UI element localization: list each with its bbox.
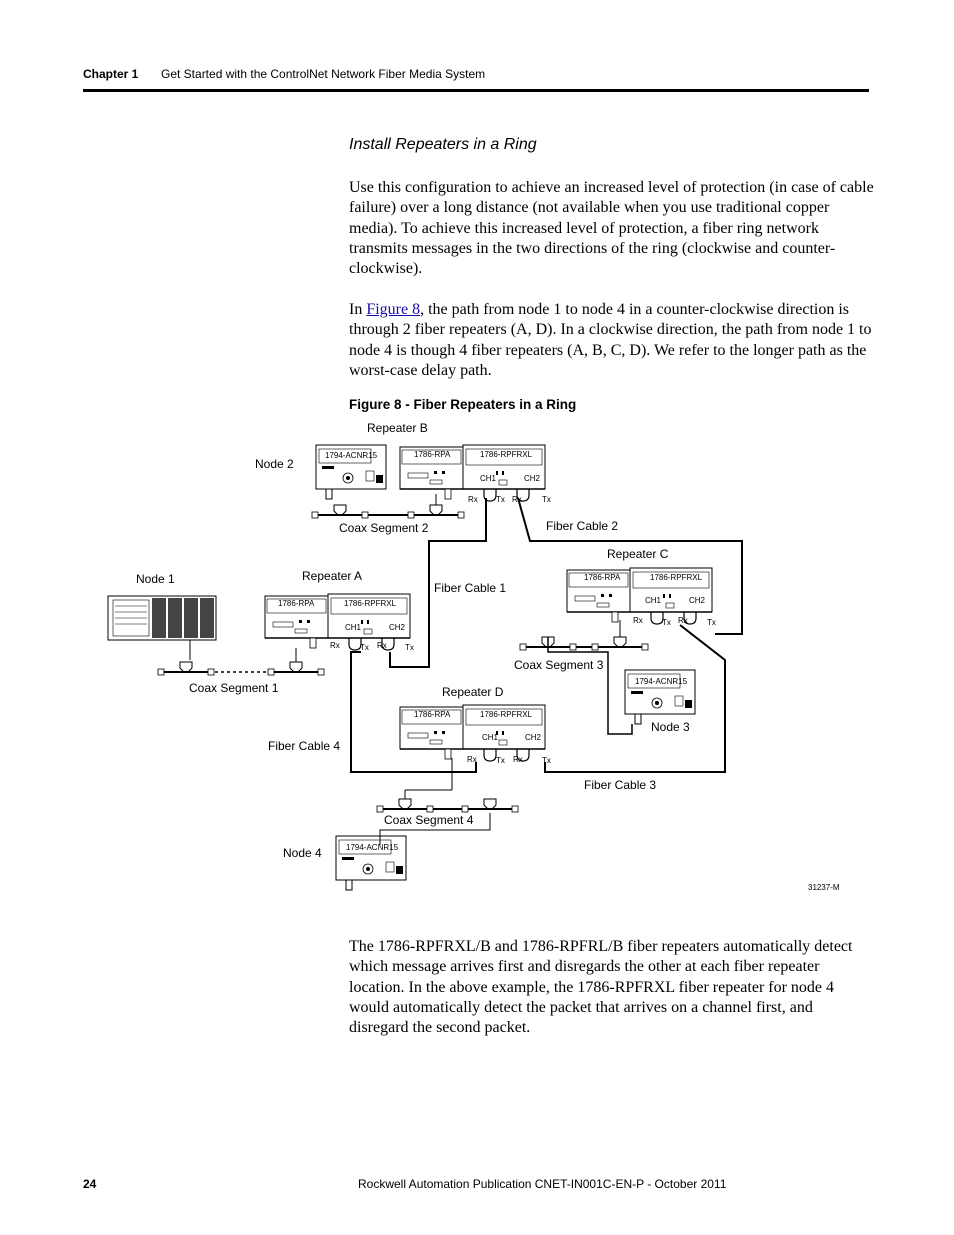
fiber-cable-4-line bbox=[350, 651, 477, 773]
figure-caption: Figure 8 - Fiber Repeaters in a Ring bbox=[349, 397, 577, 412]
fiber-cable-4-label: Fiber Cable 4 bbox=[268, 739, 340, 753]
repeater-d-rx1: Rx bbox=[467, 755, 477, 764]
node-4-label: Node 4 bbox=[283, 846, 322, 860]
repeater-b-rpfrxl-label: 1786-RPFRXL bbox=[480, 450, 533, 459]
node-4-module-label: 1794-ACNR15 bbox=[346, 843, 399, 852]
paragraph-path-prefix: In bbox=[349, 301, 367, 318]
repeater-d-ch2: CH2 bbox=[525, 733, 542, 742]
repeater-d-rpfrxl-label: 1786-RPFRXL bbox=[480, 710, 533, 719]
header-rule bbox=[83, 89, 869, 92]
node-2-label: Node 2 bbox=[255, 457, 294, 471]
publication-footer: Rockwell Automation Publication CNET-IN0… bbox=[358, 1177, 727, 1191]
repeater-c-rpa-label: 1786-RPA bbox=[584, 573, 621, 582]
repeater-c-rx2: Rx bbox=[678, 616, 688, 625]
repeater-b-ch1: CH1 bbox=[480, 474, 497, 483]
node-3-module-label: 1794-ACNR15 bbox=[635, 677, 688, 686]
paragraph-path: In Figure 8, the path from node 1 to nod… bbox=[349, 300, 874, 381]
repeater-c-label: Repeater C bbox=[607, 547, 669, 561]
repeater-c-tx2: Tx bbox=[707, 618, 716, 627]
repeater-a-rx2: Rx bbox=[377, 641, 387, 650]
repeater-c-rx1: Rx bbox=[633, 616, 643, 625]
node-1-label: Node 1 bbox=[136, 572, 175, 586]
fiber-cable-2-label: Fiber Cable 2 bbox=[546, 519, 618, 533]
coax-segment-4-drawing bbox=[376, 758, 519, 845]
repeater-d-label: Repeater D bbox=[442, 685, 504, 699]
coax-segment-2-drawing bbox=[311, 494, 465, 519]
repeater-a-tx1: Tx bbox=[360, 643, 369, 652]
repeater-b-tx2: Tx bbox=[542, 495, 551, 504]
fiber-cable-1-line bbox=[389, 498, 487, 668]
repeater-b-rx1: Rx bbox=[468, 495, 478, 504]
node-2-module-label: 1794-ACNR15 bbox=[325, 451, 378, 460]
repeater-d-tx2: Tx bbox=[542, 756, 551, 765]
repeater-b-rx2: Rx bbox=[512, 495, 522, 504]
chapter-label: Chapter 1 bbox=[83, 67, 139, 81]
paragraph-intro: Use this configuration to achieve an inc… bbox=[349, 179, 874, 278]
coax-segment-2-label: Coax Segment 2 bbox=[339, 521, 429, 535]
fiber-cable-3-line bbox=[544, 624, 726, 773]
figure-8-link[interactable]: Figure 8 bbox=[366, 301, 421, 318]
repeater-c-ch1: CH1 bbox=[645, 596, 662, 605]
figure-id-label: 31237-M bbox=[808, 883, 840, 892]
repeater-a-label: Repeater A bbox=[302, 569, 362, 583]
repeater-c-rpfrxl-label: 1786-RPFRXL bbox=[650, 573, 703, 582]
repeater-d-ch1: CH1 bbox=[482, 733, 499, 742]
chapter-title: Get Started with the ControlNet Network … bbox=[161, 67, 486, 81]
coax-segment-1-drawing bbox=[157, 648, 325, 676]
repeater-a-ch2: CH2 bbox=[389, 623, 406, 632]
paragraph-detection: The 1786-RPFRXL/B and 1786-RPFRL/B fiber… bbox=[349, 938, 853, 1037]
repeater-a-tx2: Tx bbox=[405, 643, 414, 652]
fiber-cable-3-label: Fiber Cable 3 bbox=[584, 778, 656, 792]
page-number: 24 bbox=[83, 1177, 97, 1191]
coax-segment-3-label: Coax Segment 3 bbox=[514, 658, 604, 672]
coax-segment-1-label: Coax Segment 1 bbox=[189, 681, 279, 695]
fiber-cable-2-line bbox=[517, 497, 743, 635]
fiber-cable-1-label: Fiber Cable 1 bbox=[434, 581, 506, 595]
repeater-a-ch1: CH1 bbox=[345, 623, 362, 632]
coax-segment-4-label: Coax Segment 4 bbox=[384, 813, 474, 827]
coax-segment-3-drawing bbox=[519, 620, 649, 735]
fiber-ring-lines bbox=[350, 497, 743, 773]
repeater-b-tx1: Tx bbox=[496, 495, 505, 504]
section-title: Install Repeaters in a Ring bbox=[349, 136, 537, 153]
repeater-c-ch2: CH2 bbox=[689, 596, 706, 605]
repeater-d-tx1: Tx bbox=[496, 756, 505, 765]
repeater-a-rx1: Rx bbox=[330, 641, 340, 650]
repeater-d-rx2: Rx bbox=[513, 755, 523, 764]
paragraph-path-suffix: , the path from node 1 to node 4 in a co… bbox=[349, 301, 872, 379]
node-3-label: Node 3 bbox=[651, 720, 690, 734]
repeater-b-ch2: CH2 bbox=[524, 474, 541, 483]
repeater-c-tx1: Tx bbox=[662, 618, 671, 627]
repeater-a-rpa-label: 1786-RPA bbox=[278, 599, 315, 608]
node-1-chassis bbox=[107, 595, 217, 660]
repeater-b-rpa-label: 1786-RPA bbox=[414, 450, 451, 459]
repeater-a-rpfrxl-label: 1786-RPFRXL bbox=[344, 599, 397, 608]
repeater-b-label: Repeater B bbox=[367, 421, 428, 435]
repeater-d-rpa-label: 1786-RPA bbox=[414, 710, 451, 719]
